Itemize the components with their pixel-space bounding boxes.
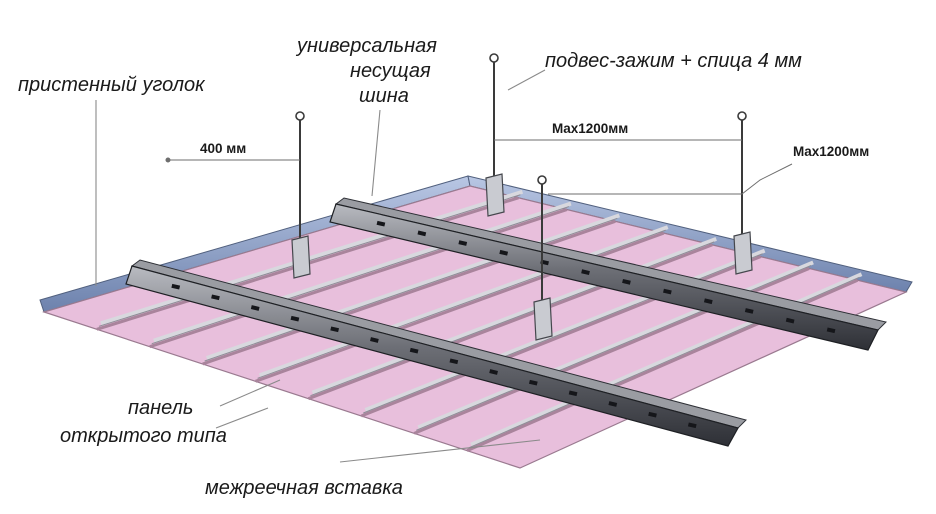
hanger-ring (489, 53, 499, 63)
rail-slot (250, 305, 260, 311)
rail-slot (499, 249, 509, 256)
dimension-lines (165, 139, 793, 195)
rail-slot (330, 326, 340, 333)
wall-angle-label: пристенный уголок (18, 74, 205, 96)
panel-label-line2: открытого типа (60, 425, 227, 447)
inter-panel-insert (206, 213, 620, 360)
hanger-clamp (733, 231, 753, 275)
leader-lines (95, 69, 546, 463)
max-span-dimension-1: Max1200мм (552, 121, 629, 136)
rail-slot (458, 240, 468, 246)
rail-slot (648, 411, 657, 418)
inter-panel-insert (153, 201, 572, 343)
rail-slot (568, 390, 578, 397)
insert-label: межреечная вставка (205, 477, 403, 499)
carrier-rail-back (329, 197, 887, 351)
hanger-label: подвес-зажим + спица 4 мм (545, 50, 802, 72)
hanger-ring (295, 111, 305, 121)
carrier-rail-front (125, 259, 747, 447)
rail-slot (744, 308, 754, 314)
edge-offset-dimension: 400 мм (200, 141, 247, 156)
rail-slot (785, 317, 795, 324)
rail-slot (449, 358, 459, 365)
rail-slot (622, 278, 631, 285)
rail-slot (687, 422, 697, 429)
hanger-clamp (533, 297, 553, 341)
rail-slot (417, 230, 427, 237)
carrier-label-line3: шина (359, 85, 409, 107)
rail-slot (171, 283, 181, 290)
inter-panel-insert (364, 248, 766, 412)
hanger-ring (537, 175, 547, 185)
carrier-label-line1: универсальная (297, 35, 437, 57)
carrier-label-line2: несущая (350, 60, 431, 82)
rail-slot (663, 288, 672, 295)
inter-panel-insert (100, 189, 524, 326)
inter-panel-insert (311, 237, 717, 395)
rail-slot (290, 315, 300, 322)
rail-slot (376, 220, 386, 227)
inter-panel-insert (258, 225, 669, 378)
panel-groove (149, 208, 568, 349)
rail-slot (608, 401, 618, 407)
insert-edge (151, 206, 570, 345)
max-span-dimension-2: Max1200мм (793, 144, 870, 159)
rail-slot (409, 347, 419, 354)
panel-label-line1: панель (128, 397, 194, 419)
rail-slot (489, 369, 498, 375)
rail-slots (171, 283, 697, 429)
rail-slot (703, 298, 713, 305)
hanger-clamp (485, 173, 505, 217)
rail-slot (528, 379, 538, 386)
rail-slot (211, 294, 220, 301)
rail-slot (826, 327, 836, 334)
hangers (291, 53, 753, 341)
insert-edge (257, 229, 666, 379)
hanger-clamp (291, 235, 311, 279)
hanger-ring (737, 111, 747, 121)
insert-edge (204, 217, 618, 362)
rail-slot (581, 269, 590, 276)
rail-slot (370, 337, 379, 343)
